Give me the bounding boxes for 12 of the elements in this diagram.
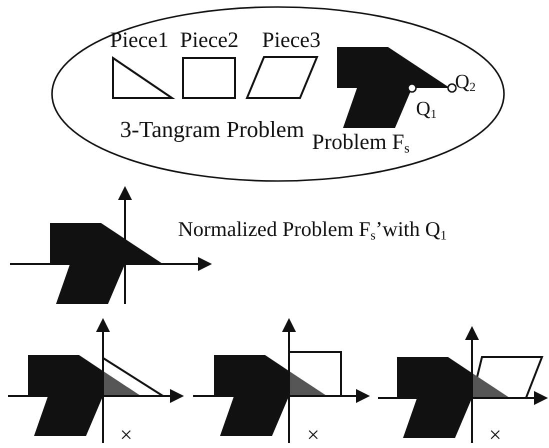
problem-title: 3-Tangram Problem [120,118,304,141]
cross-mark: × [120,424,132,446]
piece-label: Piece2 [180,29,239,51]
cross-mark: × [489,424,502,446]
problem-ellipse [50,5,506,183]
normalized-caption: Normalized Problem F$_{s}$’with Q$_{1}$ [178,219,447,240]
piece-label: Piece3 [262,29,321,51]
cross-mark: × [307,424,320,446]
point-label: Q$_{1}$ [416,99,437,119]
problem-label: Problem F$_{s}$ [312,131,410,153]
piece-label: Piece1 [110,29,169,51]
point-label: Q$_{2}$ [455,72,476,92]
